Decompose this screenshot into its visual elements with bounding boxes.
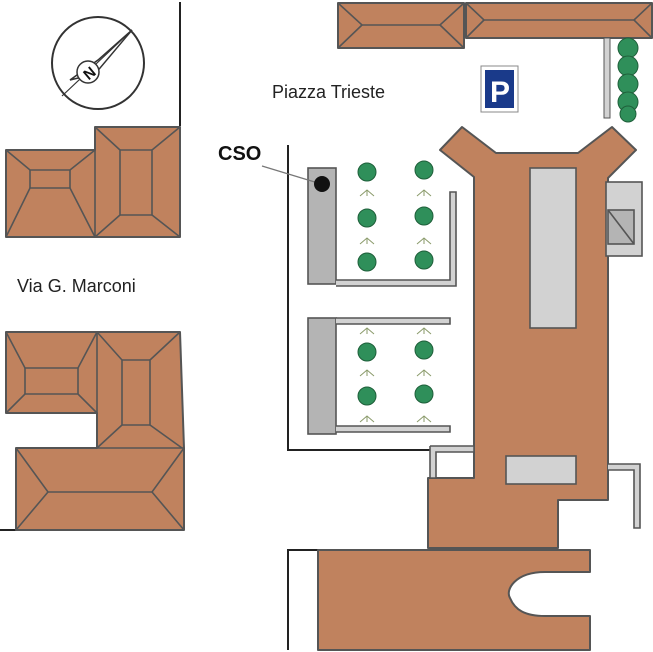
piazza-edge <box>287 145 430 451</box>
street-label: Via G. Marconi <box>17 276 136 296</box>
garden-bed-lower <box>307 317 451 435</box>
tree-icon-group <box>357 160 434 406</box>
garden-bed-upper <box>307 167 457 287</box>
cso-leader-line <box>261 165 319 184</box>
cso-label: CSO <box>218 143 261 165</box>
compass-icon: N <box>51 16 145 110</box>
bottom-edge <box>287 549 318 650</box>
building-top-right <box>465 2 653 39</box>
building-bottom <box>317 549 591 651</box>
shrub-icon-group <box>359 189 432 423</box>
hedge-icon <box>617 37 639 123</box>
step-left <box>429 445 475 479</box>
annex-right <box>605 181 643 257</box>
building-left-lower <box>5 331 185 531</box>
step-right <box>608 463 641 529</box>
parking-icon: P <box>480 65 519 113</box>
piazza-label: Piazza Trieste <box>272 82 385 102</box>
cso-marker-icon <box>314 176 330 192</box>
parking-letter: P <box>490 76 510 109</box>
hedge-strip <box>603 37 611 119</box>
building-top-left <box>337 2 465 49</box>
building-main <box>427 126 637 549</box>
building-left-upper <box>5 126 181 238</box>
